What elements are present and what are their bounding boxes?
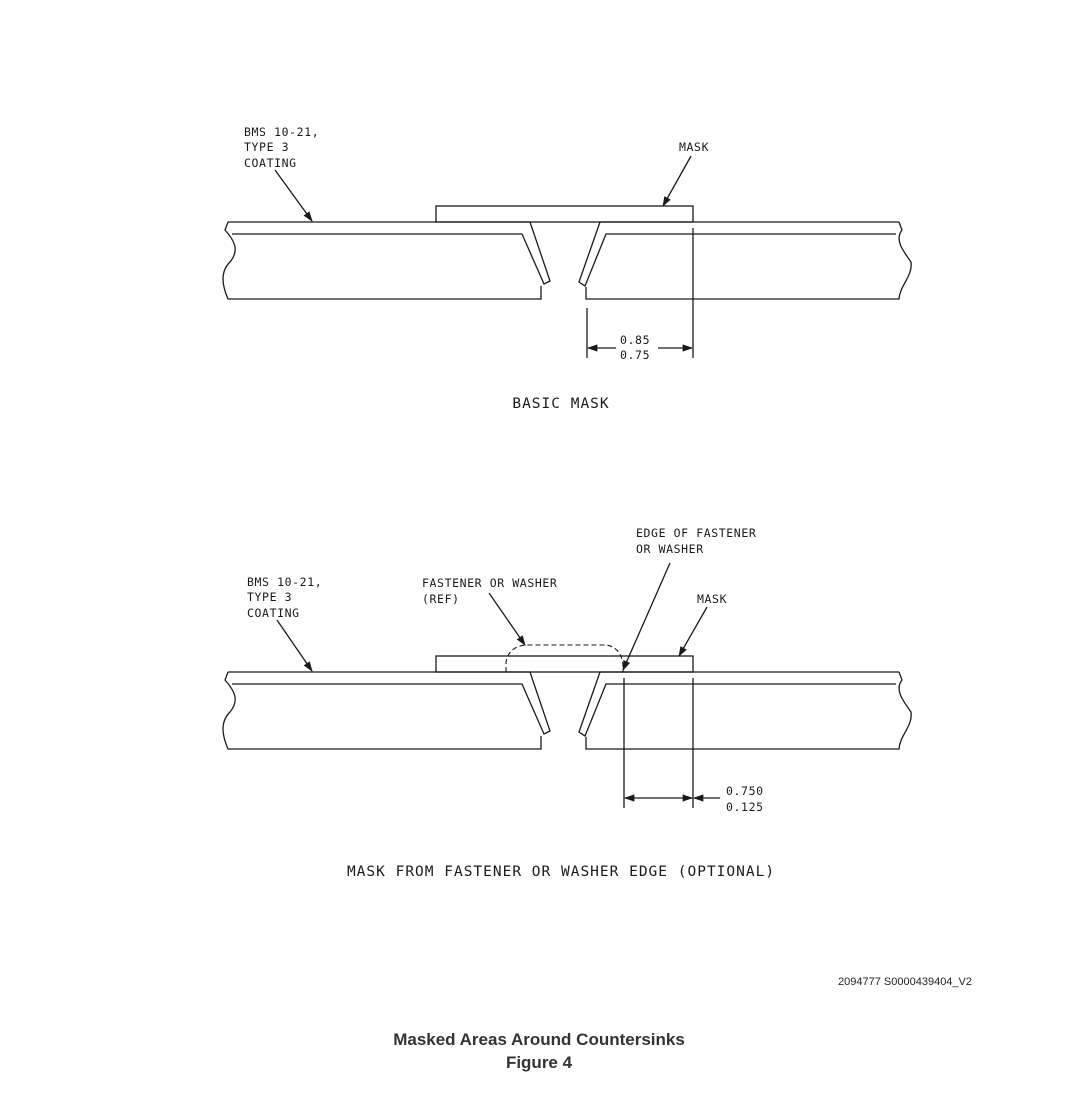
- view-caption: BASIC MASK: [512, 396, 609, 412]
- left-panel: [222, 221, 551, 300]
- coating-label-line-2: TYPE 3: [247, 590, 292, 604]
- right-panel: [578, 221, 912, 300]
- mask-strip: [435, 205, 694, 223]
- right-panel: [578, 671, 912, 750]
- edge-leader: [622, 562, 671, 671]
- drawing-reference-number: 2094777 S0000439404_V2: [838, 976, 972, 988]
- coating-label-line-3: COATING: [247, 606, 300, 620]
- dimension-value-upper: 0.85: [620, 333, 650, 347]
- dimension-value-upper: 0.750: [726, 784, 764, 798]
- fastener-outline: [505, 644, 624, 672]
- view-caption: MASK FROM FASTENER OR WASHER EDGE (OPTIO…: [347, 864, 775, 880]
- dimension-value-lower: 0.75: [620, 348, 650, 362]
- mask-label: MASK: [679, 140, 709, 154]
- coating-leader: [274, 169, 313, 222]
- figure-number: Figure 4: [505, 1053, 573, 1072]
- dimension-value-lower: 0.125: [726, 800, 764, 814]
- fastener-label-line-1: FASTENER OR WASHER: [422, 576, 557, 590]
- basic-mask-view: BMS 10-21, TYPE 3 COATING MASK 0.85 0.75…: [222, 125, 912, 412]
- fastener-leader: [488, 592, 526, 646]
- left-panel: [222, 671, 551, 750]
- mask-leader: [678, 606, 708, 657]
- edge-label-line-1: EDGE OF FASTENER: [636, 526, 756, 540]
- mask-leader: [662, 155, 692, 207]
- coating-label-line-1: BMS 10-21,: [244, 125, 319, 139]
- fastener-label-line-2: (REF): [422, 592, 460, 606]
- fastener-mask-view: BMS 10-21, TYPE 3 COATING FASTENER OR WA…: [222, 526, 912, 880]
- coating-label-line-3: COATING: [244, 156, 297, 170]
- coating-label-line-1: BMS 10-21,: [247, 575, 322, 589]
- coating-label-line-2: TYPE 3: [244, 140, 289, 154]
- coating-leader: [276, 619, 313, 672]
- edge-label-line-2: OR WASHER: [636, 542, 704, 556]
- mask-label: MASK: [697, 592, 727, 606]
- mask-strip: [435, 655, 694, 673]
- figure-title: Masked Areas Around Countersinks: [393, 1030, 685, 1049]
